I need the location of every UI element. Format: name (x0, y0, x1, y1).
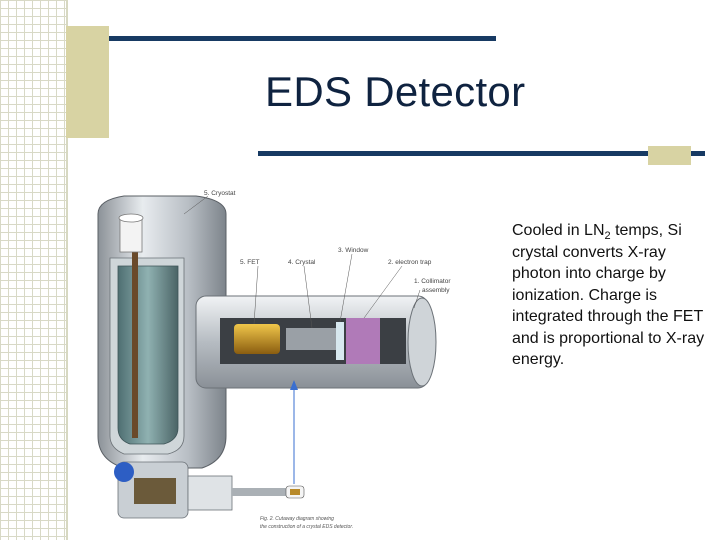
fet-assembly (234, 324, 280, 354)
electron-trap (346, 318, 380, 364)
leader-fet (253, 265, 259, 325)
probe-tube-group (195, 295, 437, 389)
cold-finger (132, 238, 138, 438)
label-fet: 5. FET (240, 259, 260, 266)
preamp-arm (187, 475, 233, 511)
window (336, 322, 344, 360)
ln2-tank (117, 265, 179, 445)
leader-window (339, 253, 353, 323)
preamp-rod (232, 488, 302, 496)
eds-detector-diagram: 5. Cryostat 3. Window 5. FET 4. Crystal … (97, 190, 451, 530)
fill-port (119, 217, 143, 253)
leader-collimator (413, 289, 421, 309)
leader-lines (183, 195, 421, 329)
label-electron-trap: 2. electron trap (388, 259, 432, 266)
body-text-subscript: 2 (604, 230, 611, 243)
pointer-arrow-head (290, 380, 298, 390)
bottom-accent-block (648, 146, 691, 165)
top-accent-block (66, 26, 109, 138)
decorative-grid-strip (0, 0, 66, 540)
preamp-group (114, 461, 305, 519)
slide-body-text: Cooled in LN2 temps, Si crystal converts… (512, 220, 708, 371)
leader-cryostat (183, 195, 209, 215)
grid-strip-edge (66, 0, 68, 540)
label-cryostat: 5. Cryostat (204, 190, 236, 197)
figure-caption-line-1: Fig. 2. Cutaway diagram showing (260, 516, 334, 522)
label-window: 3. Window (338, 247, 369, 254)
label-crystal: 4. Crystal (288, 259, 316, 266)
bottom-accent-bar (258, 151, 705, 156)
body-text-part: temps, Si crystal converts X-ray photon … (512, 222, 705, 368)
label-collimator-2: assembly (422, 287, 450, 294)
slide-title: EDS Detector (265, 68, 526, 115)
label-collimator-1: 1. Collimator (414, 278, 451, 285)
collimator-end (407, 297, 437, 387)
sample-chip-inner (290, 489, 300, 495)
preamp-board (134, 478, 176, 504)
preamp-port (114, 462, 134, 482)
crystal-mount (286, 328, 338, 350)
top-accent-bar (66, 36, 496, 41)
leader-crystal (303, 265, 313, 329)
body-text-part: Cooled in LN (512, 222, 605, 239)
leader-electron-trap (363, 265, 403, 319)
fill-port-cap (118, 213, 144, 223)
dewar-group (97, 195, 227, 469)
figure-caption-line-2: the construction of a crystal EDS detect… (260, 524, 353, 530)
